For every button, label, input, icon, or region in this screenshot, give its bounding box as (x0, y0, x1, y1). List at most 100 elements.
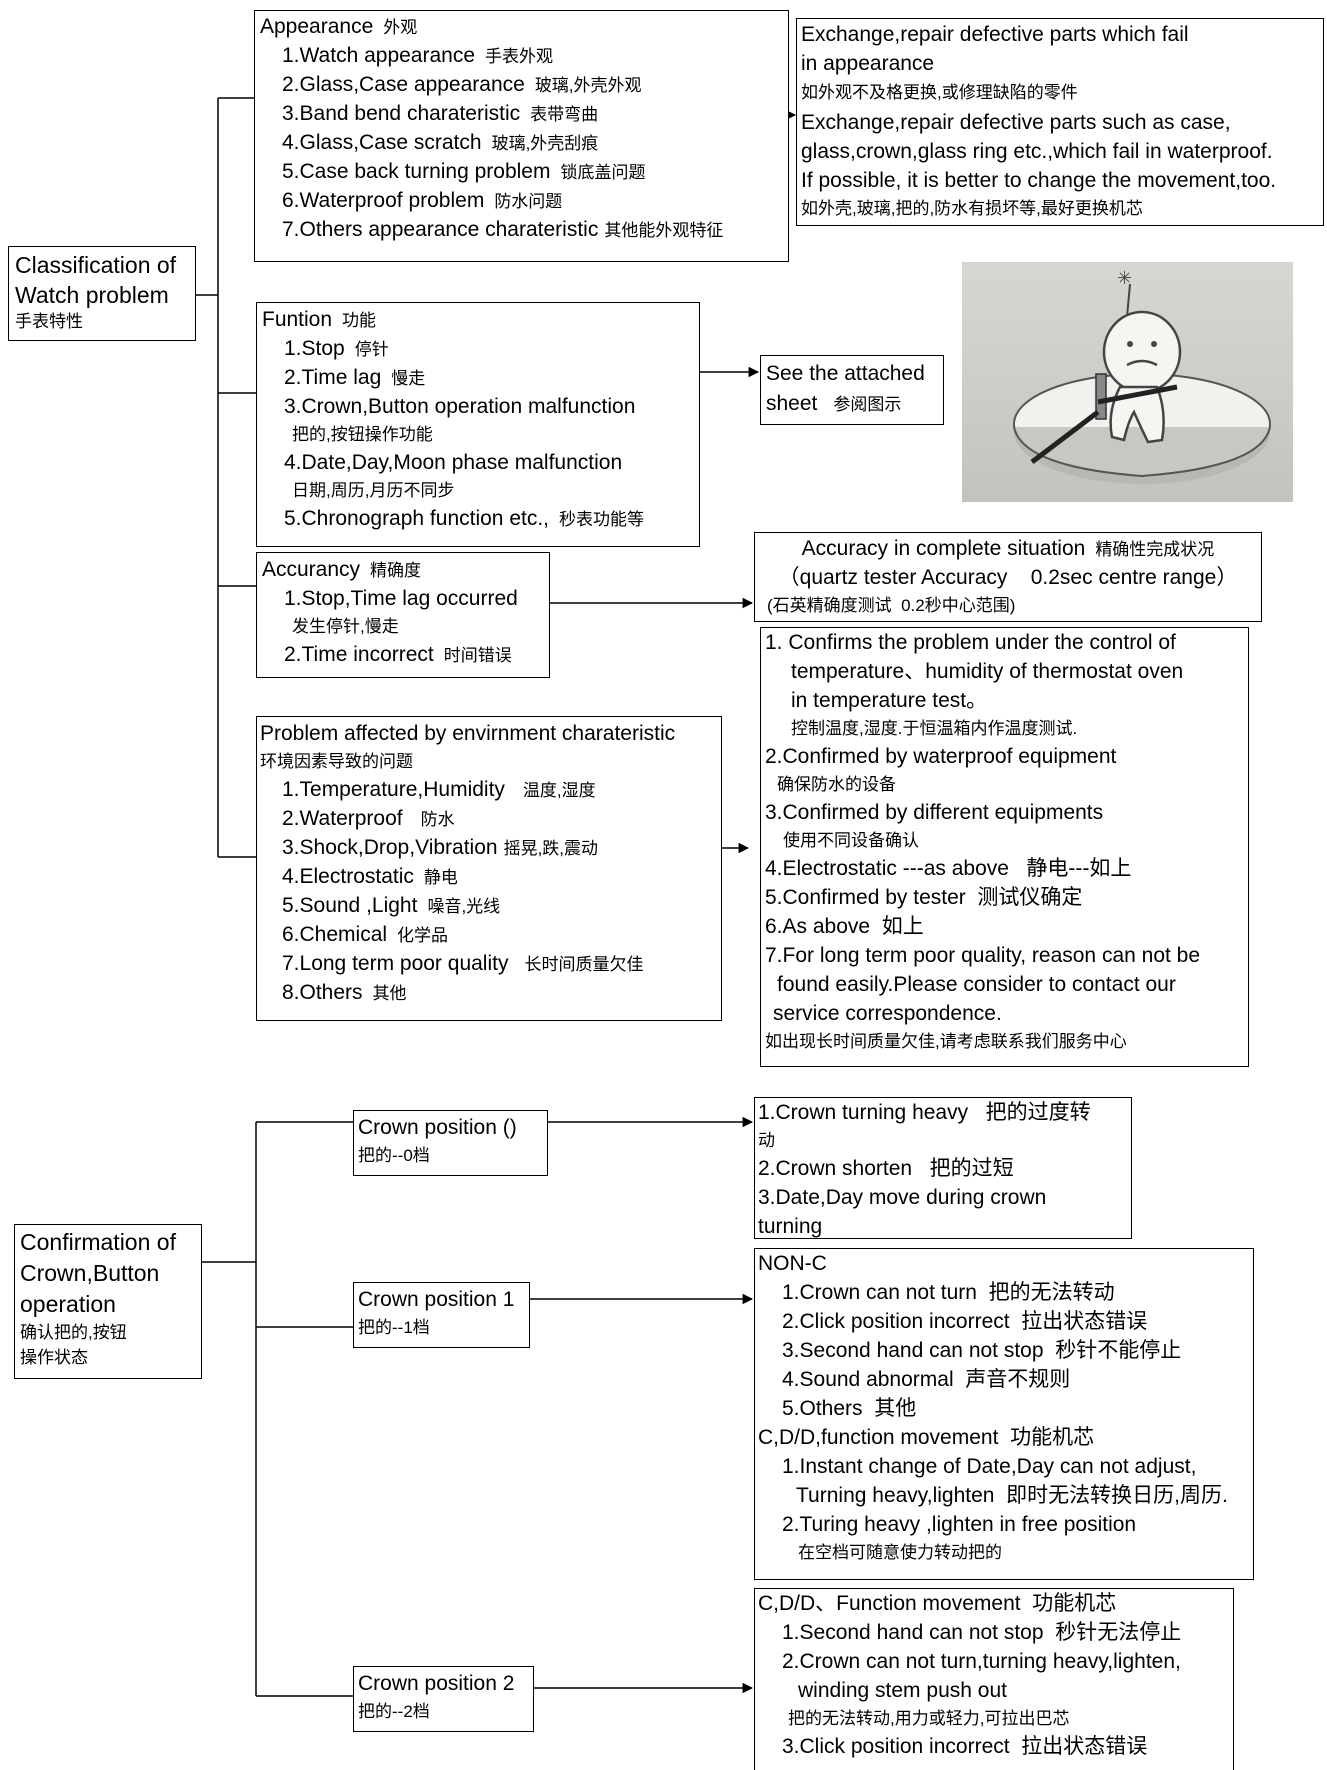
crown-position-0-box: Crown position () 把的--0档 (353, 1110, 548, 1176)
crown-position-1-box: Crown position 1 把的--1档 (353, 1282, 530, 1348)
crown-2-result-line: C,D/D、Function movement 功能机芯 (758, 1592, 1117, 1615)
confirmation-title-line3: operation (20, 1291, 116, 1317)
crown-1-result-line: 1.Crown can not turn 把的无法转动 (782, 1281, 1115, 1304)
function-item: 把的,按钮操作功能 (292, 425, 433, 444)
crown-position-2-zh: 把的--2档 (358, 1702, 430, 1721)
accuracy-item1: 1.Stop,Time lag occurred (284, 587, 518, 610)
environment-result-line: 7.For long term poor quality, reason can… (765, 944, 1201, 967)
function-item: 日期,周历,月历不同步 (292, 481, 455, 500)
crown-position-2-label: Crown position 2 (358, 1672, 515, 1695)
crown-1-result-box: NON-C 1.Crown can not turn 把的无法转动 2.Clic… (754, 1248, 1254, 1580)
classification-title-zh: 手表特性 (15, 312, 83, 331)
crown-2-result-line: 1.Second hand can not stop 秒针无法停止 (782, 1621, 1182, 1644)
environment-result-line: service correspondence. (773, 1002, 1002, 1025)
svg-text:✳: ✳ (1117, 268, 1132, 289)
accuracy-result-box: Accuracy in complete situation 精确性完成状况 （q… (754, 532, 1262, 622)
crown-0-result-line: 1.Crown turning heavy 把的过度转 (758, 1101, 1091, 1124)
crown-1-result-line: Turning heavy,lighten 即时无法转换日历,周历. (796, 1484, 1228, 1507)
crown-1-result-line: 3.Second hand can not stop 秒针不能停止 (782, 1339, 1182, 1362)
confirmation-box: Confirmation of Crown,Button operation 确… (14, 1224, 202, 1379)
function-result-line2: sheet (766, 392, 818, 415)
crown-2-result-line: 3.Click position incorrect 拉出状态错误 (782, 1735, 1148, 1758)
crown-position-0-zh: 把的--0档 (358, 1146, 430, 1165)
crown-0-result-box: 1.Crown turning heavy 把的过度转 动 2.Crown sh… (754, 1097, 1132, 1239)
environment-result-line: 使用不同设备确认 (783, 831, 919, 850)
environment-result-line: temperature、humidity of thermostat oven (791, 660, 1184, 683)
environment-result-line: 4.Electrostatic ---as above 静电---如上 (765, 857, 1132, 880)
crown-2-result-line: winding stem push out (798, 1679, 1007, 1702)
function-title: Funtion (262, 308, 333, 331)
crown-1-result-line: 2.Click position incorrect 拉出状态错误 (782, 1310, 1148, 1333)
confirmation-title-zh1: 确认把的,按钮 (20, 1323, 127, 1342)
crown-1-result-line: 2.Turing heavy ,lighten in free position (782, 1513, 1137, 1536)
accuracy-item2-zh: 时间错误 (443, 646, 512, 665)
confirmation-title-line1: Confirmation of (20, 1229, 176, 1255)
appearance-result-line: glass,crown,glass ring etc.,which fail i… (801, 140, 1273, 163)
appearance-result-line: If possible, it is better to change the … (801, 169, 1277, 192)
classification-title-line1: Classification of (15, 252, 177, 278)
sad-character-illustration: ✳ (1013, 268, 1271, 484)
function-title-zh: 功能 (342, 311, 377, 330)
crown-position-0-label: Crown position () (358, 1116, 517, 1139)
confirmation-title-line2: Crown,Button (20, 1260, 160, 1286)
appearance-title: Appearance (260, 15, 374, 38)
environment-result-line: 1. Confirms the problem under the contro… (765, 631, 1176, 654)
crown-0-result-line: 动 (758, 1131, 775, 1150)
appearance-result-box: Exchange,repair defective parts which fa… (796, 18, 1324, 226)
appearance-result-line: 如外观不及格更换,或修理缺陷的零件 (801, 83, 1078, 102)
crown-0-result-line: 2.Crown shorten 把的过短 (758, 1157, 1014, 1180)
environment-result-line: 2.Confirmed by waterproof equipment (765, 745, 1117, 768)
environment-result-line: found easily.Please consider to contact … (777, 973, 1176, 996)
crown-1-result-line: 在空档可随意使力转动把的 (798, 1543, 1002, 1562)
appearance-result-line: Exchange,repair defective parts which fa… (801, 23, 1189, 46)
environment-title-zh: 环境因素导致的问题 (260, 752, 413, 771)
crown-2-result-line: 把的无法转动,用力或轻力,可拉出巴芯 (788, 1709, 1070, 1728)
confirmation-title-zh2: 操作状态 (20, 1348, 88, 1367)
environment-result-line: 6.As above 如上 (765, 915, 924, 938)
environment-result-line: 如出现长时间质量欠佳,请考虑联系我们服务中心 (765, 1032, 1127, 1051)
function-result-zh: 参阅图示 (833, 395, 902, 414)
classification-title-line2: Watch problem (15, 282, 169, 308)
function-item: 5.Chronograph function etc.,秒表功能等 (284, 507, 645, 530)
accuracy-item1-zh: 发生停针,慢走 (292, 617, 399, 636)
crown-1-result-line: 4.Sound abnormal 声音不规则 (782, 1368, 1071, 1391)
accuracy-result-line1: Accuracy in complete situation (801, 537, 1086, 560)
environment-result-box: 1. Confirms the problem under the contro… (760, 627, 1249, 1067)
environment-box: Problem affected by envirnment charateri… (256, 716, 722, 1021)
environment-result-line: 5.Confirmed by tester 测试仪确定 (765, 886, 1083, 909)
environment-result-line: 3.Confirmed by different equipments (765, 801, 1104, 824)
appearance-result-line: Exchange,repair defective parts such as … (801, 111, 1231, 134)
crown-position-1-zh: 把的--1档 (358, 1318, 430, 1337)
crown-0-result-line: turning (758, 1215, 823, 1238)
appearance-result-line: in appearance (801, 52, 935, 75)
accuracy-result-line1-zh: 精确性完成状况 (1095, 540, 1215, 559)
function-item: 3.Crown,Button operation malfunction (284, 395, 636, 418)
crown-0-result-line: 3.Date,Day move during crown (758, 1186, 1047, 1209)
crown-1-result-line: C,D/D,function movement 功能机芯 (758, 1426, 1095, 1449)
appearance-title-zh: 外观 (383, 18, 418, 37)
crown-1-result-line: 5.Others 其他 (782, 1397, 917, 1420)
crown-position-2-box: Crown position 2 把的--2档 (353, 1666, 534, 1732)
classification-box: Classification of Watch problem 手表特性 (8, 246, 196, 341)
accuracy-result-line2: （quartz tester Accuracy 0.2sec centre ra… (778, 566, 1238, 589)
crown-1-result-line: 1.Instant change of Date,Day can not adj… (782, 1455, 1197, 1478)
crown-2-result-line: 2.Crown can not turn,turning heavy,light… (782, 1650, 1181, 1673)
accuracy-title-zh: 精确度 (370, 561, 422, 580)
illustration-photo: ✳ (962, 262, 1293, 502)
